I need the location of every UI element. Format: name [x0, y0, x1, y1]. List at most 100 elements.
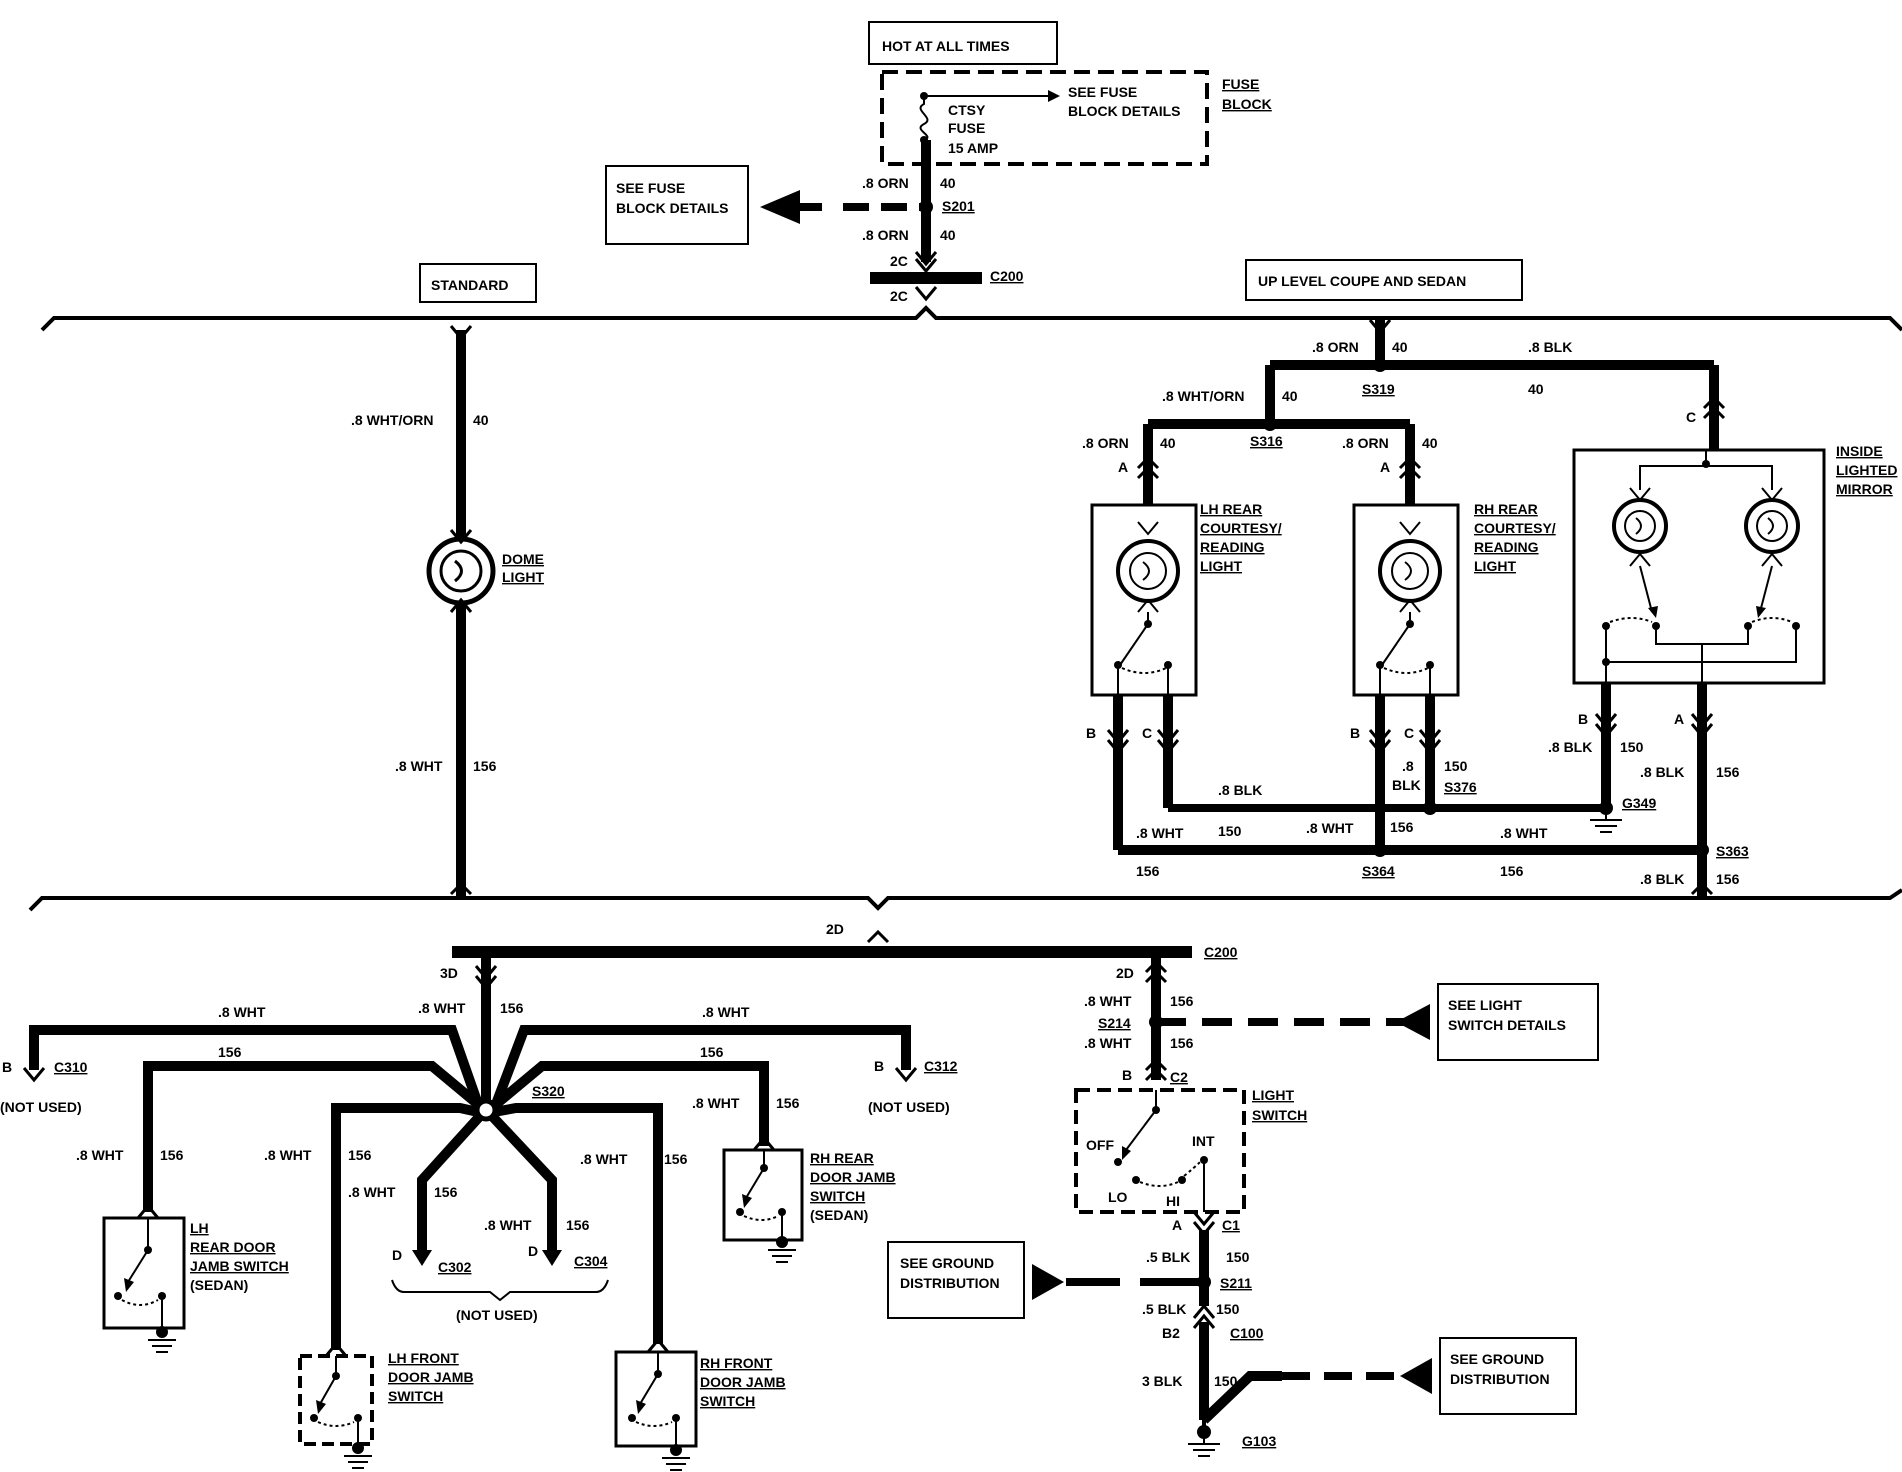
- labels-w-8whtorn-text: .8 WHT/ORN: [1162, 388, 1244, 404]
- components-lh-rear-jamb-1-text: REAR DOOR: [190, 1239, 276, 1255]
- rh-rear-courtesy-light: [1352, 503, 1460, 697]
- components-rh-rear-courtesy-0-text: RH REAR: [1474, 501, 1538, 517]
- labels-w-8blk-text: .8 BLK: [1218, 782, 1262, 798]
- labels-c2-text: C2: [1170, 1069, 1188, 1085]
- labels-not-used-text: (NOT USED): [868, 1099, 950, 1115]
- labels-p2c-text: 2C: [890, 253, 908, 269]
- boxes-fuse-details-1-0-text: SEE FUSE: [616, 180, 685, 196]
- labels-not-used-text: (NOT USED): [0, 1099, 82, 1115]
- boxes-light-switch-details-1-text: SWITCH DETAILS: [1448, 1017, 1566, 1033]
- labels-pb2-text: B2: [1162, 1325, 1180, 1341]
- labels-p2c-text: 2C: [890, 288, 908, 304]
- labels-c40-text: 40: [1160, 435, 1176, 451]
- lh-rear-door-jamb-switch: [102, 1216, 186, 1353]
- fuse-see-details-0-text: SEE FUSE: [1068, 84, 1137, 100]
- components-light-switch-0-text: LIGHT: [1252, 1087, 1294, 1103]
- up-level-circuit: .8 ORN 40 S319 .8 BLK 40 C .8 WHT/ORN 40…: [1082, 319, 1726, 505]
- labels-w-3blk-text: 3 BLK: [1142, 1373, 1182, 1389]
- labels-c150-text: 150: [1216, 1301, 1240, 1317]
- components-dome-1-text: LIGHT: [502, 569, 544, 585]
- c200-connector: [870, 272, 982, 284]
- labels-pb-text: B: [1578, 711, 1588, 727]
- labels-w-8wht-text: .8 WHT: [264, 1147, 312, 1163]
- labels-pa-text: A: [1674, 711, 1684, 727]
- labels-w-8wht-text: .8 WHT: [348, 1184, 396, 1200]
- labels-c304-text: C304: [574, 1253, 608, 1269]
- labels-c200-text: C200: [990, 268, 1024, 284]
- labels-w-8wht-text: .8 WHT: [692, 1095, 740, 1111]
- labels-c150-text: 150: [1218, 823, 1242, 839]
- up-level-lower-wiring: B C B C B .8 BLK 150 A .8 BLK 156 .8 BL: [1086, 683, 1749, 898]
- components-rh-front-jamb-1-text: DOOR JAMB: [700, 1374, 786, 1390]
- labels-c156-text: 156: [1170, 1035, 1194, 1051]
- labels-w-8wht-text: .8 WHT: [218, 1004, 266, 1020]
- boxes-ground-dist-2-1-text: DISTRIBUTION: [1450, 1371, 1550, 1387]
- labels-pb-text: B: [874, 1058, 884, 1074]
- labels-s320-text: S320: [532, 1083, 565, 1099]
- labels-c156-text: 156: [1716, 764, 1740, 780]
- labels-c156-text: 156: [566, 1217, 590, 1233]
- fuse-block-label-1-text: BLOCK: [1222, 96, 1272, 112]
- labels-s211-text: S211: [1220, 1275, 1252, 1291]
- hot-at-all-times-box: HOT AT ALL TIMES: [868, 21, 1058, 65]
- components-lh-rear-courtesy-0-text: LH REAR: [1200, 501, 1262, 517]
- labels-pb-text: B: [1086, 725, 1096, 741]
- labels-c156-text: 156: [700, 1044, 724, 1060]
- components-lh-rear-jamb-2-text: JAMB SWITCH: [190, 1258, 289, 1274]
- boxes-up-level-text: UP LEVEL COUPE AND SEDAN: [1258, 273, 1466, 289]
- labels-p3d-text: 3D: [440, 965, 458, 981]
- labels-c150-text: 150: [1226, 1249, 1250, 1265]
- labels-pb-text: B: [2, 1059, 12, 1075]
- labels-c40-text: 40: [473, 412, 489, 428]
- labels-c156-text: 156: [1136, 863, 1160, 879]
- boxes-standard-text: STANDARD: [431, 277, 509, 293]
- labels-w-8blk-text: .8 BLK: [1528, 339, 1572, 355]
- fuse-block-label-0-text: FUSE: [1222, 76, 1259, 92]
- boxes-light-switch-details-0-text: SEE LIGHT: [1448, 997, 1522, 1013]
- labels-c156-text: 156: [500, 1000, 524, 1016]
- labels-w-8wht-text: .8 WHT: [1084, 1035, 1132, 1051]
- labels-w-8wht-text: .8 WHT: [580, 1151, 628, 1167]
- labels-c156-text: 156: [776, 1095, 800, 1111]
- arrow-left-icon: [1396, 1004, 1430, 1040]
- labels-c156-text: 156: [1500, 863, 1524, 879]
- components-switch-positions-off-text: OFF: [1086, 1137, 1114, 1153]
- arrow-right-icon: [1032, 1264, 1064, 1300]
- ground-icon: [1590, 808, 1622, 833]
- labels-c200b-text: C200: [1204, 944, 1238, 960]
- labels-w-8wht-text: .8 WHT: [418, 1000, 466, 1016]
- labels-w-8blk-text: .8 BLK: [1640, 871, 1684, 887]
- labels-p2d-text: 2D: [826, 921, 844, 937]
- components-rh-front-jamb-2-text: SWITCH: [700, 1393, 755, 1409]
- components-rh-rear-courtesy-3-text: LIGHT: [1474, 558, 1516, 574]
- ground-icon: [344, 1455, 372, 1469]
- fuse-element-icon: [919, 96, 929, 141]
- harness-boundary-lower: [28, 888, 1902, 912]
- labels-c156-text: 156: [348, 1147, 372, 1163]
- labels-c100-text: C100: [1230, 1325, 1264, 1341]
- labels-w-8wht-text: .8 WHT: [702, 1004, 750, 1020]
- components-lh-rear-courtesy-3-text: LIGHT: [1200, 558, 1242, 574]
- components-switch-positions-lo-text: LO: [1108, 1189, 1128, 1205]
- see-light-switch-details-box: SEE LIGHT SWITCH DETAILS: [1437, 983, 1599, 1061]
- labels-not-used-text: (NOT USED): [456, 1307, 538, 1323]
- labels-w-8whtorn-text: .8 WHT/ORN: [351, 412, 433, 428]
- components-rh-rear-jamb-0-text: RH REAR: [810, 1150, 874, 1166]
- see-ground-distribution-box-2: SEE GROUND DISTRIBUTION: [1439, 1337, 1577, 1415]
- labels-w-8orn-text: .8 ORN: [1082, 435, 1129, 451]
- s320-harness: 3D .8 WHT 156 S320 .8 WHT B C310 (NOT US…: [0, 958, 958, 1357]
- labels-pa-text: A: [1380, 459, 1390, 475]
- labels-w-8wht-text: .8 WHT: [1500, 825, 1548, 841]
- labels-s319-text: S319: [1362, 381, 1395, 397]
- components-rh-rear-jamb-2-text: SWITCH: [810, 1188, 865, 1204]
- labels-w-8orn-text: .8 ORN: [862, 175, 909, 191]
- labels-w-8blk-text: .8 BLK: [1640, 764, 1684, 780]
- labels-w-5blk-text: .5 BLK: [1142, 1301, 1186, 1317]
- components-switch-positions-int-text: INT: [1192, 1133, 1215, 1149]
- components-rh-rear-jamb-3-text: (SEDAN): [810, 1207, 868, 1223]
- labels-c40-text: 40: [1282, 388, 1298, 404]
- light-switch-circuit: 2D .8 WHT 156 S214 SEE LIGHT SWITCH DETA…: [887, 958, 1599, 1457]
- labels-w-8wht-text: .8 WHT: [395, 758, 443, 774]
- boxes-ground-dist-2-0-text: SEE GROUND: [1450, 1351, 1544, 1367]
